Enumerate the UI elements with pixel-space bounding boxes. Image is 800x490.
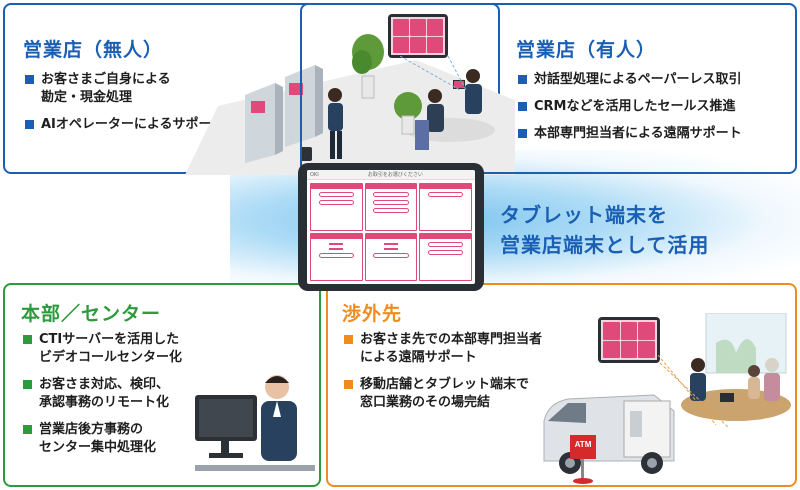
bullet-icon xyxy=(23,425,32,434)
feature-list: CTIサーバーを活用したビデオコールセンター化 お客さま対応、検印、承認事務のリ… xyxy=(23,331,182,466)
operator-icon xyxy=(195,375,315,471)
menu-cell xyxy=(419,183,472,231)
feature-item: CTIサーバーを活用したビデオコールセンター化 xyxy=(23,331,182,367)
screen-header-text: お取引をお選びください xyxy=(367,172,423,178)
feature-item: お客さまご自身による xyxy=(25,71,225,89)
panel-field-sales: 渉外先 お客さま先での本部専門担当者による遠隔サポート 移動店舗とタブレット端末… xyxy=(326,283,797,487)
panel-title: 渉外先 xyxy=(342,303,403,325)
menu-cell xyxy=(310,233,363,281)
bullet-icon xyxy=(23,380,32,389)
tablet-icon xyxy=(388,14,448,58)
caption-line: タブレット端末を xyxy=(500,203,668,227)
bullet-icon xyxy=(518,75,527,84)
tablet-caption: タブレット端末を 営業店端末として活用 xyxy=(500,200,709,260)
feature-list: お客さまご自身による 勘定・現金処理 AIオペレーターによるサポート xyxy=(25,71,225,143)
feature-list: 対話型処理によるペーパーレス取引 CRMなどを活用したセールス推進 本部専門担当… xyxy=(518,71,742,152)
tablet-icon: OKI お取引をお選びください xyxy=(298,163,484,291)
atm-sign-icon: ATM xyxy=(570,435,596,484)
screen-menu-grid xyxy=(307,180,475,284)
panel-title: 営業店（有人） xyxy=(516,39,657,61)
feature-list: お客さま先での本部専門担当者による遠隔サポート 移動店舗とタブレット端末で窓口業… xyxy=(344,331,542,421)
menu-cell xyxy=(364,233,418,281)
customer-icon xyxy=(681,313,791,421)
feature-item: 営業店後方事務のセンター集中処理化 xyxy=(23,421,182,457)
bullet-icon xyxy=(23,335,32,344)
plant-icon xyxy=(394,92,422,135)
menu-cell xyxy=(364,183,418,231)
svg-text:ATM: ATM xyxy=(575,440,592,449)
panel-manned-branch: 営業店（有人） 対話型処理によるペーパーレス取引 CRMなどを活用したセールス推… xyxy=(300,3,797,174)
bullet-icon xyxy=(344,335,353,344)
panel-title: 営業店（無人） xyxy=(23,39,164,61)
caption-line: 営業店端末として活用 xyxy=(500,233,710,257)
feature-item: 移動店舗とタブレット端末で窓口業務のその場完結 xyxy=(344,376,542,412)
menu-cell xyxy=(419,233,472,281)
tablet-screen: OKI お取引をお選びください xyxy=(307,170,475,284)
callout-lines xyxy=(658,355,729,428)
feature-item: お客さま対応、検印、承認事務のリモート化 xyxy=(23,376,182,412)
feature-item: AIオペレーターによるサポート xyxy=(25,116,225,134)
bullet-icon xyxy=(518,129,527,138)
panel-title: 本部／センター xyxy=(21,303,162,325)
feature-item-cont: 勘定・現金処理 xyxy=(41,90,133,105)
panel-hq-center: 本部／センター CTIサーバーを活用したビデオコールセンター化 お客さま対応、検… xyxy=(3,283,321,487)
feature-item: 対話型処理によるペーパーレス取引 xyxy=(518,71,742,89)
bullet-icon xyxy=(25,120,34,129)
screen-brand: OKI xyxy=(310,171,319,178)
callout-lines xyxy=(400,56,467,91)
feature-item: CRMなどを活用したセールス推進 xyxy=(518,98,742,116)
tablet-icon xyxy=(598,317,660,363)
bank-clerk-icon xyxy=(405,69,495,150)
menu-cell xyxy=(310,183,363,231)
bullet-icon xyxy=(344,380,353,389)
screen-header: OKI お取引をお選びください xyxy=(307,170,475,180)
bullet-icon xyxy=(25,75,34,84)
feature-item: お客さま先での本部専門担当者による遠隔サポート xyxy=(344,331,542,367)
bullet-icon xyxy=(518,102,527,111)
feature-item: 本部専門担当者による遠隔サポート xyxy=(518,125,742,143)
plant-icon xyxy=(352,34,384,99)
